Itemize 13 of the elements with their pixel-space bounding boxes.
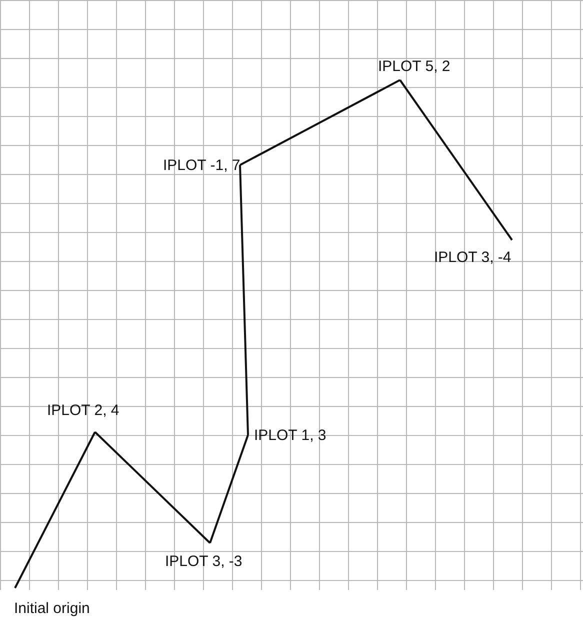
plot-line <box>399 79 513 241</box>
origin-label: Initial origin <box>14 600 90 618</box>
point-label: IPLOT 2, 4 <box>47 402 120 420</box>
point-label: IPLOT 3, -3 <box>165 553 242 571</box>
plot-line <box>239 164 249 436</box>
plot-line <box>240 79 400 166</box>
plot-line <box>94 431 211 544</box>
point-label: IPLOT 1, 3 <box>254 427 326 445</box>
point-label: IPLOT 5, 2 <box>378 58 450 76</box>
point-label: IPLOT -1, 7 <box>163 157 240 175</box>
plot-line <box>14 432 96 588</box>
plot-line <box>209 434 249 544</box>
point-label: IPLOT 3, -4 <box>434 249 512 267</box>
